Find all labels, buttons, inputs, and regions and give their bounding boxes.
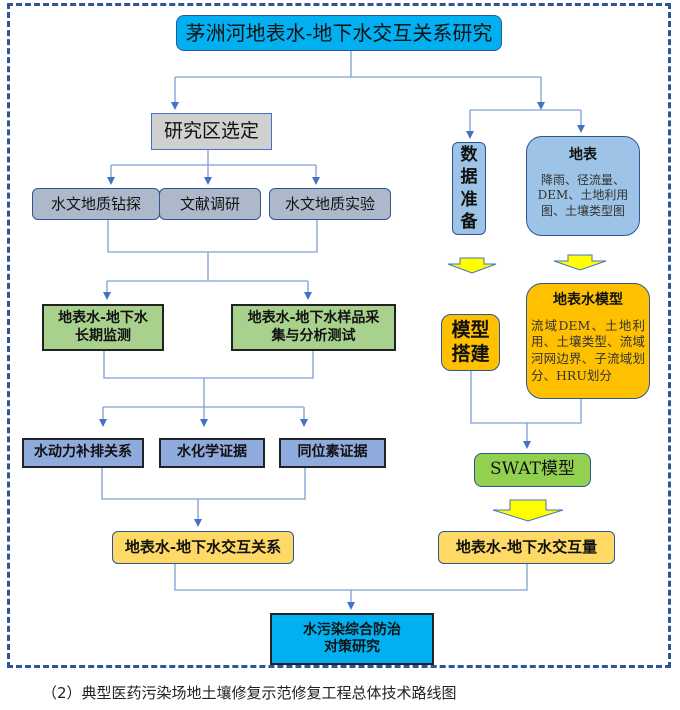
swat-model-box: SWAT模型 (474, 453, 591, 487)
literature-label: 文献调研 (179, 194, 240, 213)
model-build-line1: 模型 (451, 318, 490, 341)
surface-water-model-box: 地表水模型 流域DEM、土地利用、土壤类型、流域河网边界、子流域划分、HRU划分 (526, 283, 650, 399)
figure-caption: （2）典型医药污染场地土壤修复示范修复工程总体技术路线图 (42, 684, 457, 702)
block-arrow-surface (553, 254, 607, 271)
main-title-box: 茅洲河地表水-地下水交互关系研究 (176, 15, 502, 51)
study-area-label: 研究区选定 (163, 119, 259, 142)
relationship-label: 地表水-地下水交互关系 (124, 538, 282, 557)
connector-final-merge (174, 564, 528, 591)
drilling-label: 水文地质钻探 (50, 194, 141, 213)
study-area-box: 研究区选定 (151, 113, 272, 150)
final-box: 水污染综合防治 对策研究 (270, 613, 434, 665)
literature-box: 文献调研 (159, 188, 261, 220)
sampling-line2: 集与分析测试 (271, 327, 356, 344)
data-prep-char-2: 据 (460, 167, 478, 188)
hydrodynamic-box: 水动力补排关系 (22, 438, 144, 468)
data-prep-box: 数 据 准 备 (452, 142, 486, 235)
surface-data-box: 地表 降雨、径流量、DEM、土地利用图、土壤类型图 (526, 136, 640, 236)
data-prep-char-1: 数 (460, 145, 478, 166)
surface-water-model-body: 流域DEM、土地利用、土壤类型、流域河网边界、子流域划分、HRU划分 (531, 317, 645, 384)
exchange-volume-label: 地表水-地下水交互量 (455, 538, 598, 557)
final-line2: 对策研究 (324, 639, 380, 655)
experiment-label: 水文地质实验 (284, 194, 375, 213)
monitoring-line2: 长期监测 (75, 327, 131, 344)
dashed-frame (7, 3, 671, 668)
data-prep-char-3: 准 (460, 189, 478, 210)
connector-evidence-merge (101, 468, 306, 500)
exchange-volume-box: 地表水-地下水交互量 (438, 531, 615, 564)
sampling-box: 地表水-地下水样品采 集与分析测试 (231, 304, 396, 351)
block-arrow-data-prep (447, 257, 497, 274)
relationship-box: 地表水-地下水交互关系 (112, 531, 294, 564)
data-prep-char-4: 备 (460, 211, 478, 232)
swat-model-label: SWAT模型 (490, 459, 575, 480)
isotope-label: 同位素证据 (297, 444, 368, 461)
monitoring-box: 地表水-地下水 长期监测 (42, 304, 164, 351)
final-line1: 水污染综合防治 (303, 621, 401, 638)
connector-model-merge (470, 371, 582, 424)
isotope-box: 同位素证据 (279, 438, 386, 468)
experiment-box: 水文地质实验 (269, 188, 391, 220)
drilling-box: 水文地质钻探 (32, 188, 160, 220)
model-build-box: 模型 搭建 (441, 314, 500, 371)
main-title: 茅洲河地表水-地下水交互关系研究 (185, 20, 493, 45)
hydrodynamic-label: 水动力补排关系 (34, 444, 132, 461)
block-arrow-swat (492, 499, 564, 522)
hydrochem-label: 水化学证据 (177, 444, 247, 461)
surface-data-head: 地表 (569, 147, 597, 163)
model-build-line2: 搭建 (451, 342, 490, 365)
connector-monitoring-merge (103, 351, 314, 379)
monitoring-line1: 地表水-地下水 (58, 310, 148, 326)
sampling-line1: 地表水-地下水样品采 (247, 310, 380, 326)
surface-water-model-head: 地表水模型 (553, 292, 623, 308)
surface-data-body: 降雨、径流量、DEM、土地利用图、土壤类型图 (537, 172, 629, 218)
hydrochem-box: 水化学证据 (159, 438, 265, 468)
connector-methods-merge (107, 220, 318, 253)
